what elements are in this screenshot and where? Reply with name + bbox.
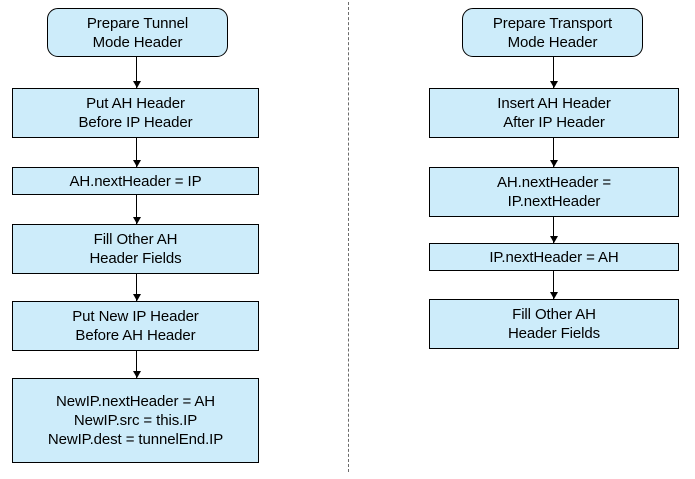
- node-ah-nextheader-equals-ip[interactable]: AH.nextHeader = IP: [12, 167, 259, 195]
- node-label: Fill Other AH Header Fields: [89, 231, 182, 267]
- arrow-head: [132, 81, 141, 88]
- arrow-shaft: [136, 195, 137, 224]
- node-ip-nextheader-equals-ah[interactable]: IP.nextHeader = AH: [429, 243, 679, 271]
- node-newip-assignments[interactable]: NewIP.nextHeader = AH NewIP.src = this.I…: [12, 378, 259, 463]
- node-label: Put New IP Header Before AH Header: [72, 308, 199, 344]
- arrow-shaft: [136, 138, 137, 167]
- arrow-r3-to-r4: [549, 217, 558, 243]
- node-label: Fill Other AH Header Fields: [507, 306, 601, 342]
- arrow-r2-to-r3: [549, 138, 558, 167]
- node-put-ah-header-before-ip-header[interactable]: Put AH Header Before IP Header: [12, 88, 259, 138]
- node-prepare-tunnel-mode-header[interactable]: Prepare Tunnel Mode Header: [47, 8, 228, 57]
- arrow-r1-to-r2: [549, 57, 558, 88]
- arrow-shaft: [553, 217, 554, 243]
- arrow-head: [132, 294, 141, 301]
- arrow-shaft: [553, 138, 554, 167]
- node-fill-other-ah-header-fields-transport[interactable]: Fill Other AH Header Fields: [429, 299, 679, 349]
- arrow-t3-to-t4: [132, 195, 141, 224]
- arrow-shaft: [553, 57, 554, 88]
- node-ah-nextheader-equals-ip-nextheader[interactable]: AH.nextHeader = IP.nextHeader: [429, 167, 679, 217]
- arrow-shaft: [136, 351, 137, 378]
- node-label: IP.nextHeader = AH: [489, 248, 619, 266]
- node-label: Put AH Header Before IP Header: [78, 95, 193, 131]
- arrow-t5-to-t6: [132, 351, 141, 378]
- arrow-t4-to-t5: [132, 274, 141, 301]
- node-label: Prepare Transport Mode Header: [492, 14, 613, 51]
- arrow-head: [549, 81, 558, 88]
- arrow-r4-to-r5: [549, 271, 558, 299]
- arrow-head: [549, 236, 558, 243]
- node-label: Insert AH Header After IP Header: [497, 95, 611, 131]
- arrow-head: [549, 292, 558, 299]
- arrow-head: [132, 217, 141, 224]
- node-label: Prepare Tunnel Mode Header: [86, 14, 189, 51]
- node-label: AH.nextHeader = IP.nextHeader: [497, 174, 611, 210]
- node-prepare-transport-mode-header[interactable]: Prepare Transport Mode Header: [462, 8, 643, 57]
- arrow-head: [132, 160, 141, 167]
- arrow-shaft: [136, 57, 137, 88]
- node-put-new-ip-header-before-ah-header[interactable]: Put New IP Header Before AH Header: [12, 301, 259, 351]
- node-fill-other-ah-header-fields-tunnel[interactable]: Fill Other AH Header Fields: [12, 224, 259, 274]
- arrow-t1-to-t2: [132, 57, 141, 88]
- column-divider: [348, 2, 349, 472]
- arrow-shaft: [553, 271, 554, 299]
- arrow-head: [549, 160, 558, 167]
- arrow-t2-to-t3: [132, 138, 141, 167]
- node-label: AH.nextHeader = IP: [69, 172, 202, 190]
- arrow-shaft: [136, 274, 137, 301]
- arrow-head: [132, 371, 141, 378]
- node-insert-ah-header-after-ip-header[interactable]: Insert AH Header After IP Header: [429, 88, 679, 138]
- node-label: NewIP.nextHeader = AH NewIP.src = this.I…: [47, 393, 224, 448]
